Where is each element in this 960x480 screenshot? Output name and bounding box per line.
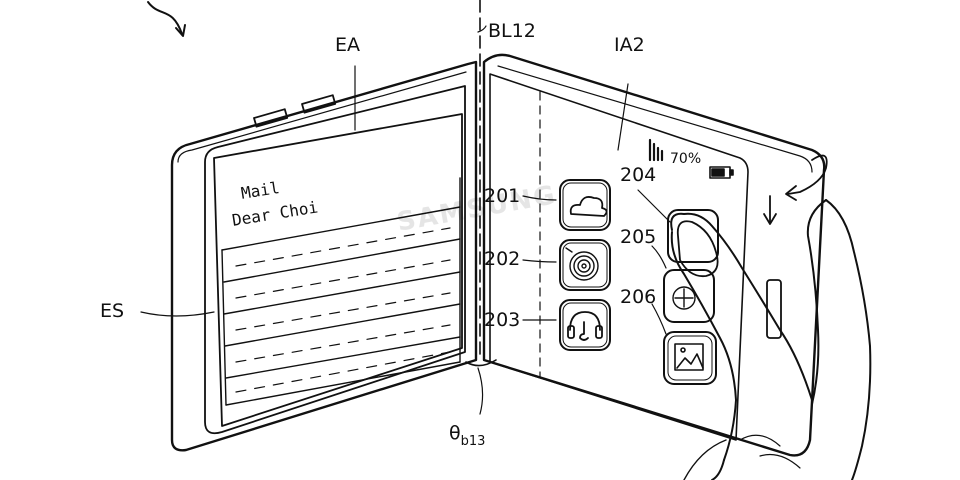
battery-icon <box>709 166 734 179</box>
label-204: 204 <box>620 164 657 186</box>
side-button <box>253 108 289 128</box>
label-206: 206 <box>620 286 657 308</box>
app-icon-204[interactable] <box>667 209 719 263</box>
label-203: 203 <box>484 309 521 331</box>
mail-content-box <box>221 177 461 406</box>
right-panel <box>482 53 828 457</box>
label-es: ES <box>100 300 125 322</box>
left-panel <box>170 60 478 452</box>
headphones-icon <box>567 311 603 341</box>
app-icon-202[interactable] <box>559 239 611 291</box>
hand-drawing <box>670 199 872 480</box>
figure-arrow-icon <box>147 1 183 35</box>
vinyl-record-icon <box>565 247 599 281</box>
label-ea: EA <box>335 34 361 56</box>
right-screen <box>489 73 749 441</box>
label-202: 202 <box>484 248 521 270</box>
battery-percent: 70% <box>670 151 702 167</box>
compass-icon <box>672 286 696 310</box>
side-button <box>301 94 337 114</box>
app-icon-201[interactable] <box>559 179 611 231</box>
label-bl12: BL12 <box>488 20 536 42</box>
theta-symbol: θ <box>449 422 461 444</box>
rotate-arrow-icon <box>787 154 828 195</box>
label-201: 201 <box>484 185 521 207</box>
cloud-icon <box>569 196 608 217</box>
app-icon-203[interactable] <box>559 299 611 351</box>
signal-icon <box>648 138 664 162</box>
label-theta: θb13 <box>449 422 485 449</box>
gallery-icon <box>674 343 704 371</box>
app-icon-205[interactable] <box>663 269 715 323</box>
label-ia2: IA2 <box>614 34 645 56</box>
label-205: 205 <box>620 226 657 248</box>
theta-subscript: b13 <box>460 434 486 449</box>
left-screen <box>213 113 463 427</box>
app-icon-206[interactable] <box>663 331 717 385</box>
